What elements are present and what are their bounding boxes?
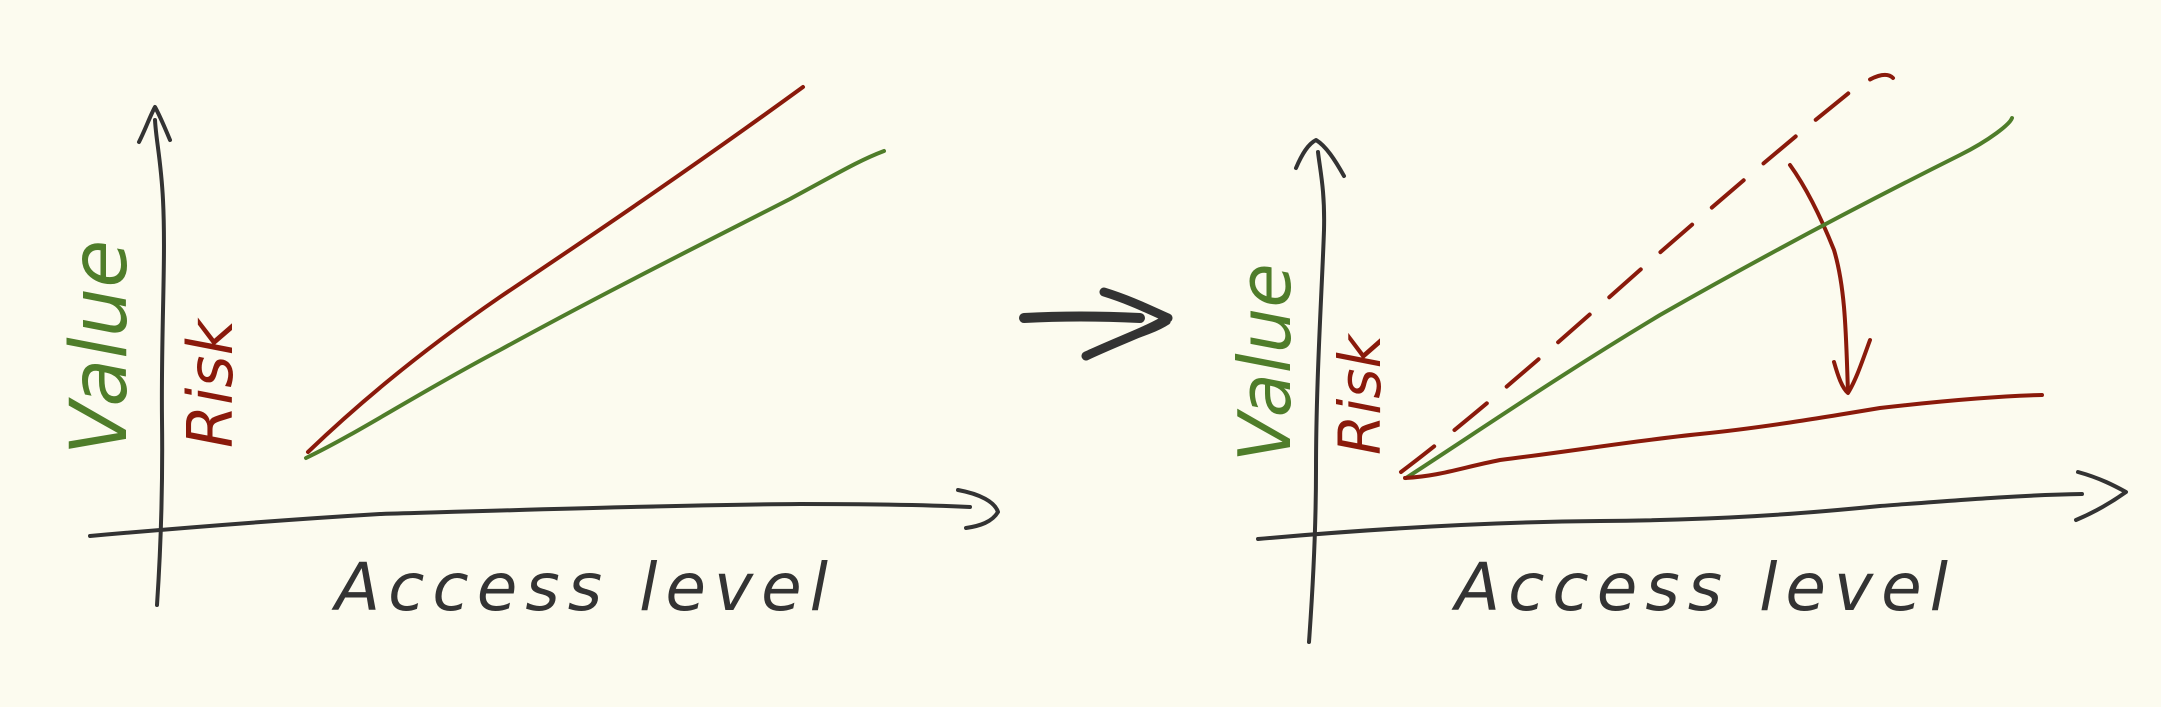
right-y-label-value: Value <box>1223 263 1307 462</box>
left-risk-line <box>306 85 805 454</box>
risk-reduction-arrowhead <box>1832 338 1872 395</box>
left-y-axis-arrowhead <box>137 105 172 144</box>
right-value-line <box>1404 116 2014 480</box>
left-x-axis <box>88 502 972 538</box>
right-y-axis <box>1307 150 1327 644</box>
right-y-label-risk: Risk <box>1326 332 1394 455</box>
right-risk-line-after <box>1403 393 2044 480</box>
left-y-label-value: Value <box>55 240 145 455</box>
left-x-axis-arrowhead <box>956 488 1000 530</box>
right-x-axis <box>1256 492 2084 541</box>
arrow-right-icon <box>1019 287 1173 361</box>
left-y-label-risk: Risk <box>174 317 247 448</box>
right-risk-line-before <box>1399 72 1895 474</box>
left-panel: Value Risk Access level <box>55 85 1000 626</box>
left-value-line <box>304 149 886 460</box>
right-x-label: Access level <box>1451 549 1956 626</box>
right-panel: Value Risk Access level <box>1223 72 2128 644</box>
left-x-label: Access level <box>331 549 836 626</box>
risk-reduction-arrow <box>1788 163 1850 394</box>
left-y-axis <box>153 118 166 607</box>
right-x-axis-arrowhead <box>2074 470 2128 522</box>
right-y-axis-arrowhead <box>1294 138 1346 178</box>
